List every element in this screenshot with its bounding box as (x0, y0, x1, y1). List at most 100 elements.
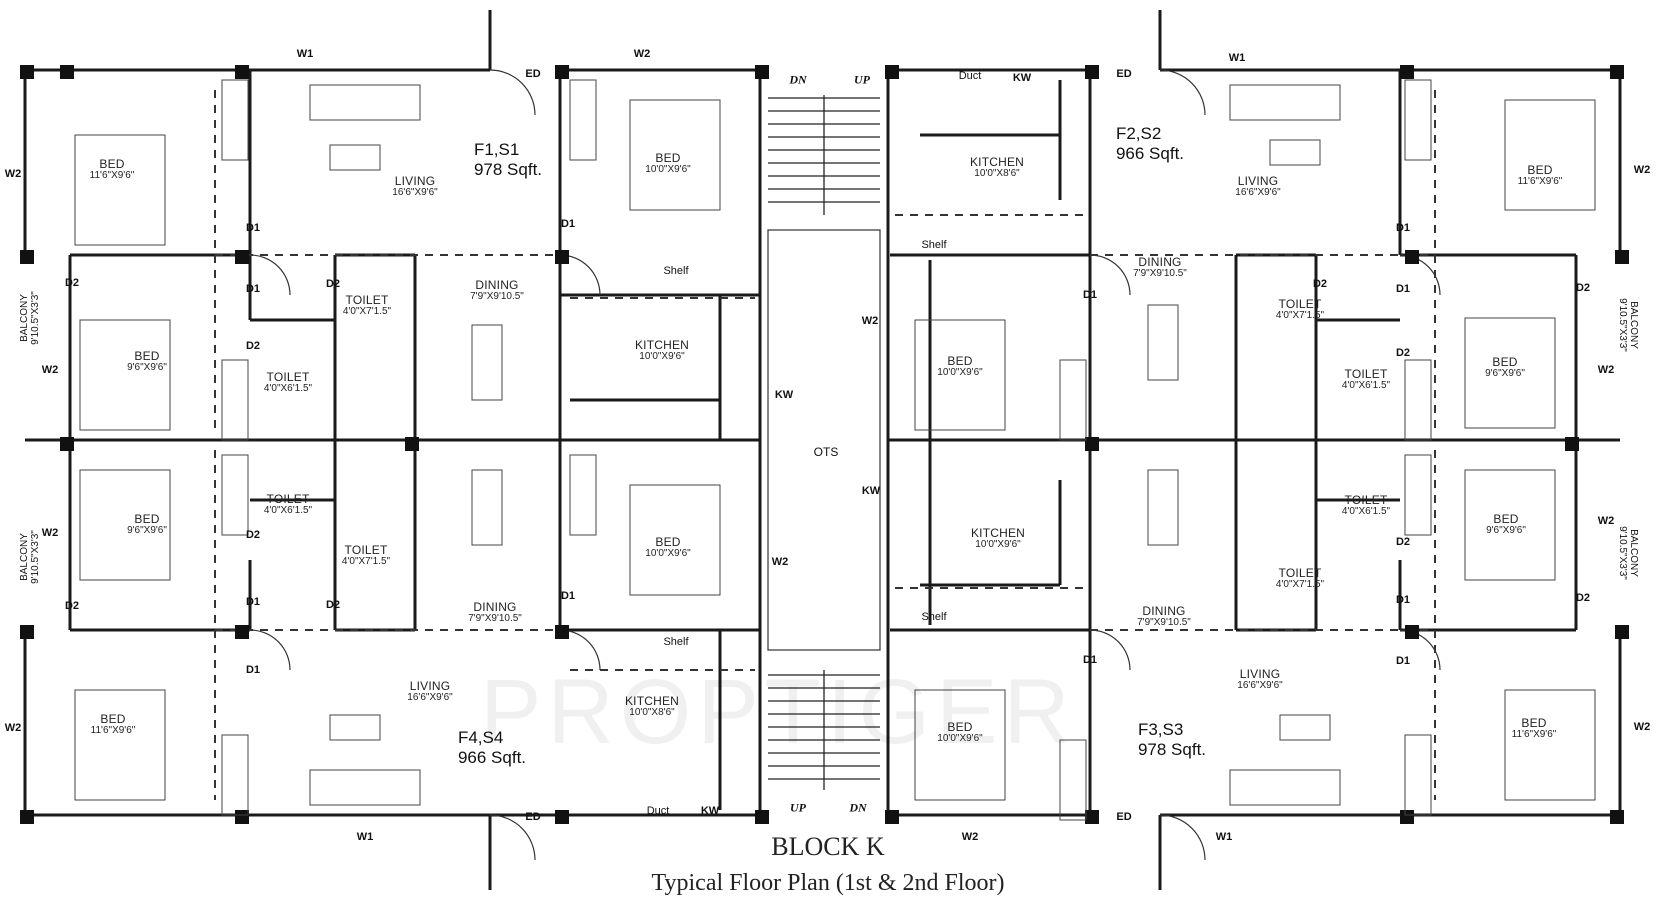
bed (1504, 99, 1596, 211)
kw-tag: KW (861, 485, 881, 497)
door-tag: D1 (1395, 222, 1411, 234)
window-tag: W2 (4, 722, 22, 734)
column (1405, 250, 1419, 264)
door-tag: D2 (1395, 536, 1411, 548)
column (1085, 437, 1099, 451)
window-tag: W2 (4, 168, 22, 180)
bed (914, 319, 1006, 431)
walls (23, 10, 1622, 890)
door-tag: D2 (325, 599, 341, 611)
entry-door-tag: ED (525, 811, 541, 823)
coffee-table (329, 714, 381, 741)
door-tag: D1 (1395, 594, 1411, 606)
door-swing (1159, 69, 1206, 116)
watermark: PROPTIGER (480, 661, 1076, 763)
stair-dn-tag: DN (789, 72, 807, 87)
window-tag: W2 (771, 556, 789, 568)
sofa (309, 769, 421, 806)
coffee-table (1279, 714, 1331, 741)
door-tag: D2 (64, 600, 80, 612)
wardrobe (1404, 454, 1432, 536)
door-tag: D1 (560, 218, 576, 230)
coffee-table (329, 144, 381, 171)
plan-subtitle: Typical Floor Plan (1st & 2nd Floor) (651, 870, 1005, 896)
sofa (309, 84, 421, 121)
column (60, 437, 74, 451)
column (1610, 65, 1624, 79)
door-tag: D2 (1575, 282, 1591, 294)
column (20, 65, 34, 79)
bed (74, 689, 166, 801)
door-swing (249, 629, 291, 671)
dining-table (471, 324, 503, 401)
window-tag: W2 (1597, 515, 1615, 527)
wardrobe (569, 454, 597, 536)
wardrobe (221, 79, 249, 161)
column (1400, 810, 1414, 824)
column (555, 810, 569, 824)
stair-up-tag: UP (790, 800, 806, 815)
column (235, 65, 249, 79)
column (885, 810, 899, 824)
furniture (74, 79, 1596, 821)
dining-table (1147, 304, 1179, 381)
column (755, 65, 769, 79)
bed (1504, 689, 1596, 801)
entry-door-tag: ED (525, 68, 541, 80)
door-tag: D1 (1082, 289, 1098, 301)
door-tag: D1 (560, 590, 576, 602)
bed (1464, 469, 1556, 581)
window-tag: W2 (1597, 364, 1615, 376)
column (1565, 437, 1579, 451)
bed (914, 689, 1006, 801)
door-swing (489, 814, 536, 861)
window-tag: W1 (356, 831, 374, 843)
door-tag: D1 (245, 283, 261, 295)
column (235, 625, 249, 639)
column (1615, 625, 1629, 639)
shelf-tag: Shelf (921, 239, 947, 251)
window-tag: W2 (41, 527, 59, 539)
entry-door-tag: ED (1116, 811, 1132, 823)
wardrobe (1059, 359, 1087, 441)
bed (79, 319, 171, 431)
entry-door-tag: ED (1116, 68, 1132, 80)
wardrobe (1059, 739, 1087, 821)
wardrobe (1404, 359, 1432, 441)
column (60, 65, 74, 79)
window-tag: W1 (296, 48, 314, 60)
window-tag: W2 (861, 315, 879, 327)
column (1085, 810, 1099, 824)
column (755, 810, 769, 824)
dashed-lines (214, 90, 1436, 800)
duct-tag: Duct (646, 805, 670, 817)
bed (629, 484, 721, 596)
